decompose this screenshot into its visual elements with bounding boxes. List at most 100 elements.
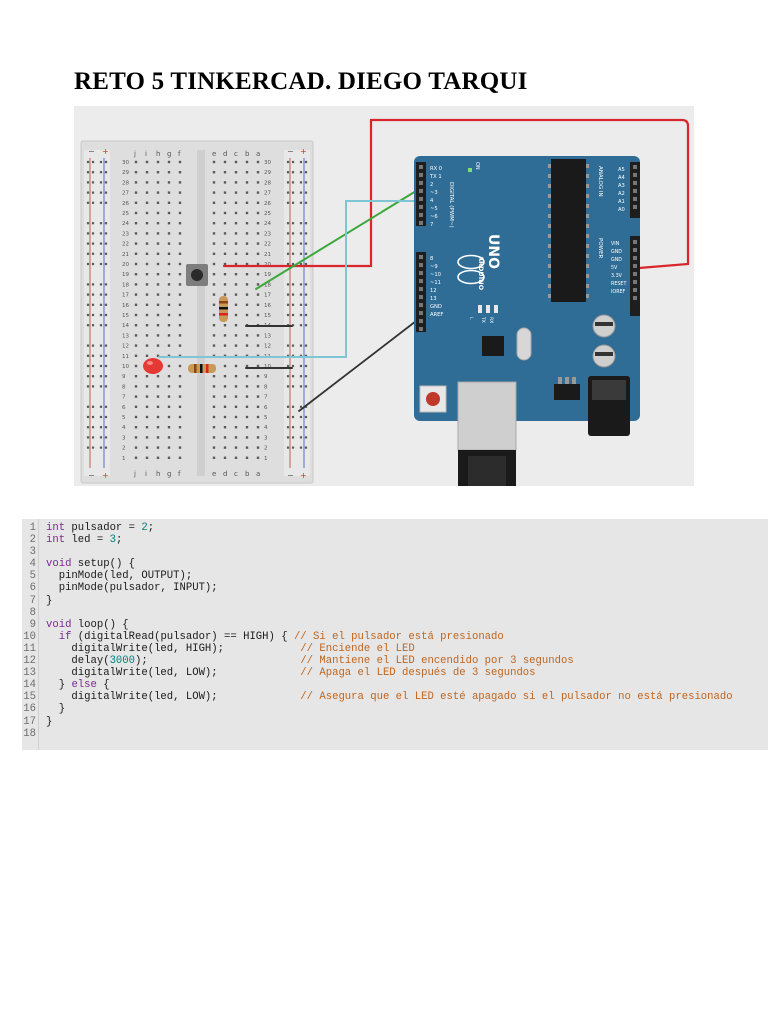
rail-hole <box>304 446 308 449</box>
breadboard-hole <box>134 364 138 368</box>
code-line: 11 digitalWrite(led, HIGH); // Enciende … <box>22 643 768 655</box>
row-number: 19 <box>122 272 129 278</box>
row-number: 18 <box>264 282 271 288</box>
breadboard-hole <box>212 334 216 337</box>
breadboard-hole <box>178 211 182 215</box>
row-number: 17 <box>122 293 129 299</box>
column-letter: b <box>245 150 250 158</box>
row-number: 4 <box>264 425 268 431</box>
rail-hole <box>104 426 108 429</box>
breadboard-hole <box>145 273 149 276</box>
rail-hole <box>299 160 303 164</box>
rail-hole <box>104 446 108 449</box>
breadboard-hole <box>145 446 149 449</box>
breadboard-hole <box>134 232 138 235</box>
rail-hole <box>286 415 290 419</box>
column-letter: c <box>234 150 238 158</box>
breadboard-hole <box>145 436 149 439</box>
breadboard-hole <box>234 262 238 266</box>
rail-hole <box>104 313 108 317</box>
breadboard-hole <box>167 273 171 276</box>
breadboard-hole <box>134 191 138 194</box>
tx-label: TX <box>480 316 486 323</box>
header-pin <box>419 205 423 209</box>
rail-hole <box>86 426 90 429</box>
rail-hole <box>299 313 303 317</box>
led-highlight <box>147 361 153 365</box>
code-line: 5 pinMode(led, OUTPUT); <box>22 570 768 582</box>
breadboard-hole <box>145 262 149 266</box>
breadboard-hole <box>212 252 216 255</box>
rail-hole <box>91 375 95 378</box>
on-led <box>468 168 472 172</box>
breadboard-hole <box>134 385 138 388</box>
breadboard-hole <box>256 313 260 317</box>
breadboard-hole <box>178 232 182 235</box>
breadboard-hole <box>145 456 149 459</box>
rail-hole <box>104 201 108 204</box>
header-pin <box>633 173 637 177</box>
rail-hole <box>299 181 303 184</box>
rail-hole <box>299 171 303 174</box>
breadboard-hole <box>234 436 238 439</box>
power-jack-inner <box>592 380 626 400</box>
rail-hole <box>99 293 103 296</box>
breadboard-hole <box>212 344 216 347</box>
breadboard-hole <box>145 395 149 398</box>
rail-hole <box>304 415 308 419</box>
header-pin <box>419 165 423 169</box>
code-line: 13 digitalWrite(led, LOW); // Apaga el L… <box>22 667 768 679</box>
breadboard-hole <box>156 334 160 337</box>
chip-pin <box>586 214 589 218</box>
breadboard-hole <box>178 283 182 286</box>
breadboard-hole <box>223 324 227 327</box>
rail-hole <box>291 436 295 439</box>
rail-hole <box>104 344 108 347</box>
rail-hole <box>91 446 95 449</box>
chip-pin <box>548 174 551 178</box>
column-letter: h <box>156 470 160 478</box>
breadboard-hole <box>178 334 182 337</box>
rail-hole <box>104 242 108 245</box>
rail-hole <box>99 283 103 286</box>
rail-hole <box>99 201 103 204</box>
breadboard-hole <box>256 171 260 174</box>
breadboard-hole <box>167 201 171 204</box>
breadboard-hole <box>223 262 227 266</box>
breadboard-hole <box>256 385 260 388</box>
rail-hole <box>291 222 295 225</box>
breadboard-hole <box>212 405 216 408</box>
rail-hole <box>104 364 108 368</box>
breadboard-hole <box>245 303 249 306</box>
breadboard-hole <box>256 160 260 164</box>
rail-hole <box>99 364 103 368</box>
usb-connector <box>457 381 517 451</box>
rail-hole <box>91 313 95 317</box>
rail-hole <box>86 283 90 286</box>
breadboard-hole <box>256 293 260 296</box>
row-number: 1 <box>264 456 268 462</box>
row-number: 29 <box>122 170 129 176</box>
breadboard-hole <box>134 395 138 398</box>
rail-hole <box>299 252 303 255</box>
rail-hole <box>104 191 108 194</box>
column-letter: f <box>178 470 181 478</box>
code-text: } <box>46 679 72 692</box>
row-number: 27 <box>122 191 129 197</box>
usb-ic <box>482 336 504 356</box>
breadboard-hole <box>256 375 260 378</box>
digital-pin-label: GND <box>430 304 442 310</box>
breadboard-hole <box>234 334 238 337</box>
rail-hole <box>304 262 308 266</box>
chip-pin <box>586 164 589 168</box>
row-number: 3 <box>122 435 126 441</box>
rail-hole <box>304 191 308 194</box>
column-letter: j <box>133 470 136 478</box>
resistor-band <box>219 313 228 316</box>
breadboard-hole <box>212 354 216 357</box>
rail-hole <box>304 160 308 164</box>
breadboard-hole <box>234 375 238 378</box>
chip-pin <box>548 254 551 258</box>
rail-hole <box>104 181 108 184</box>
